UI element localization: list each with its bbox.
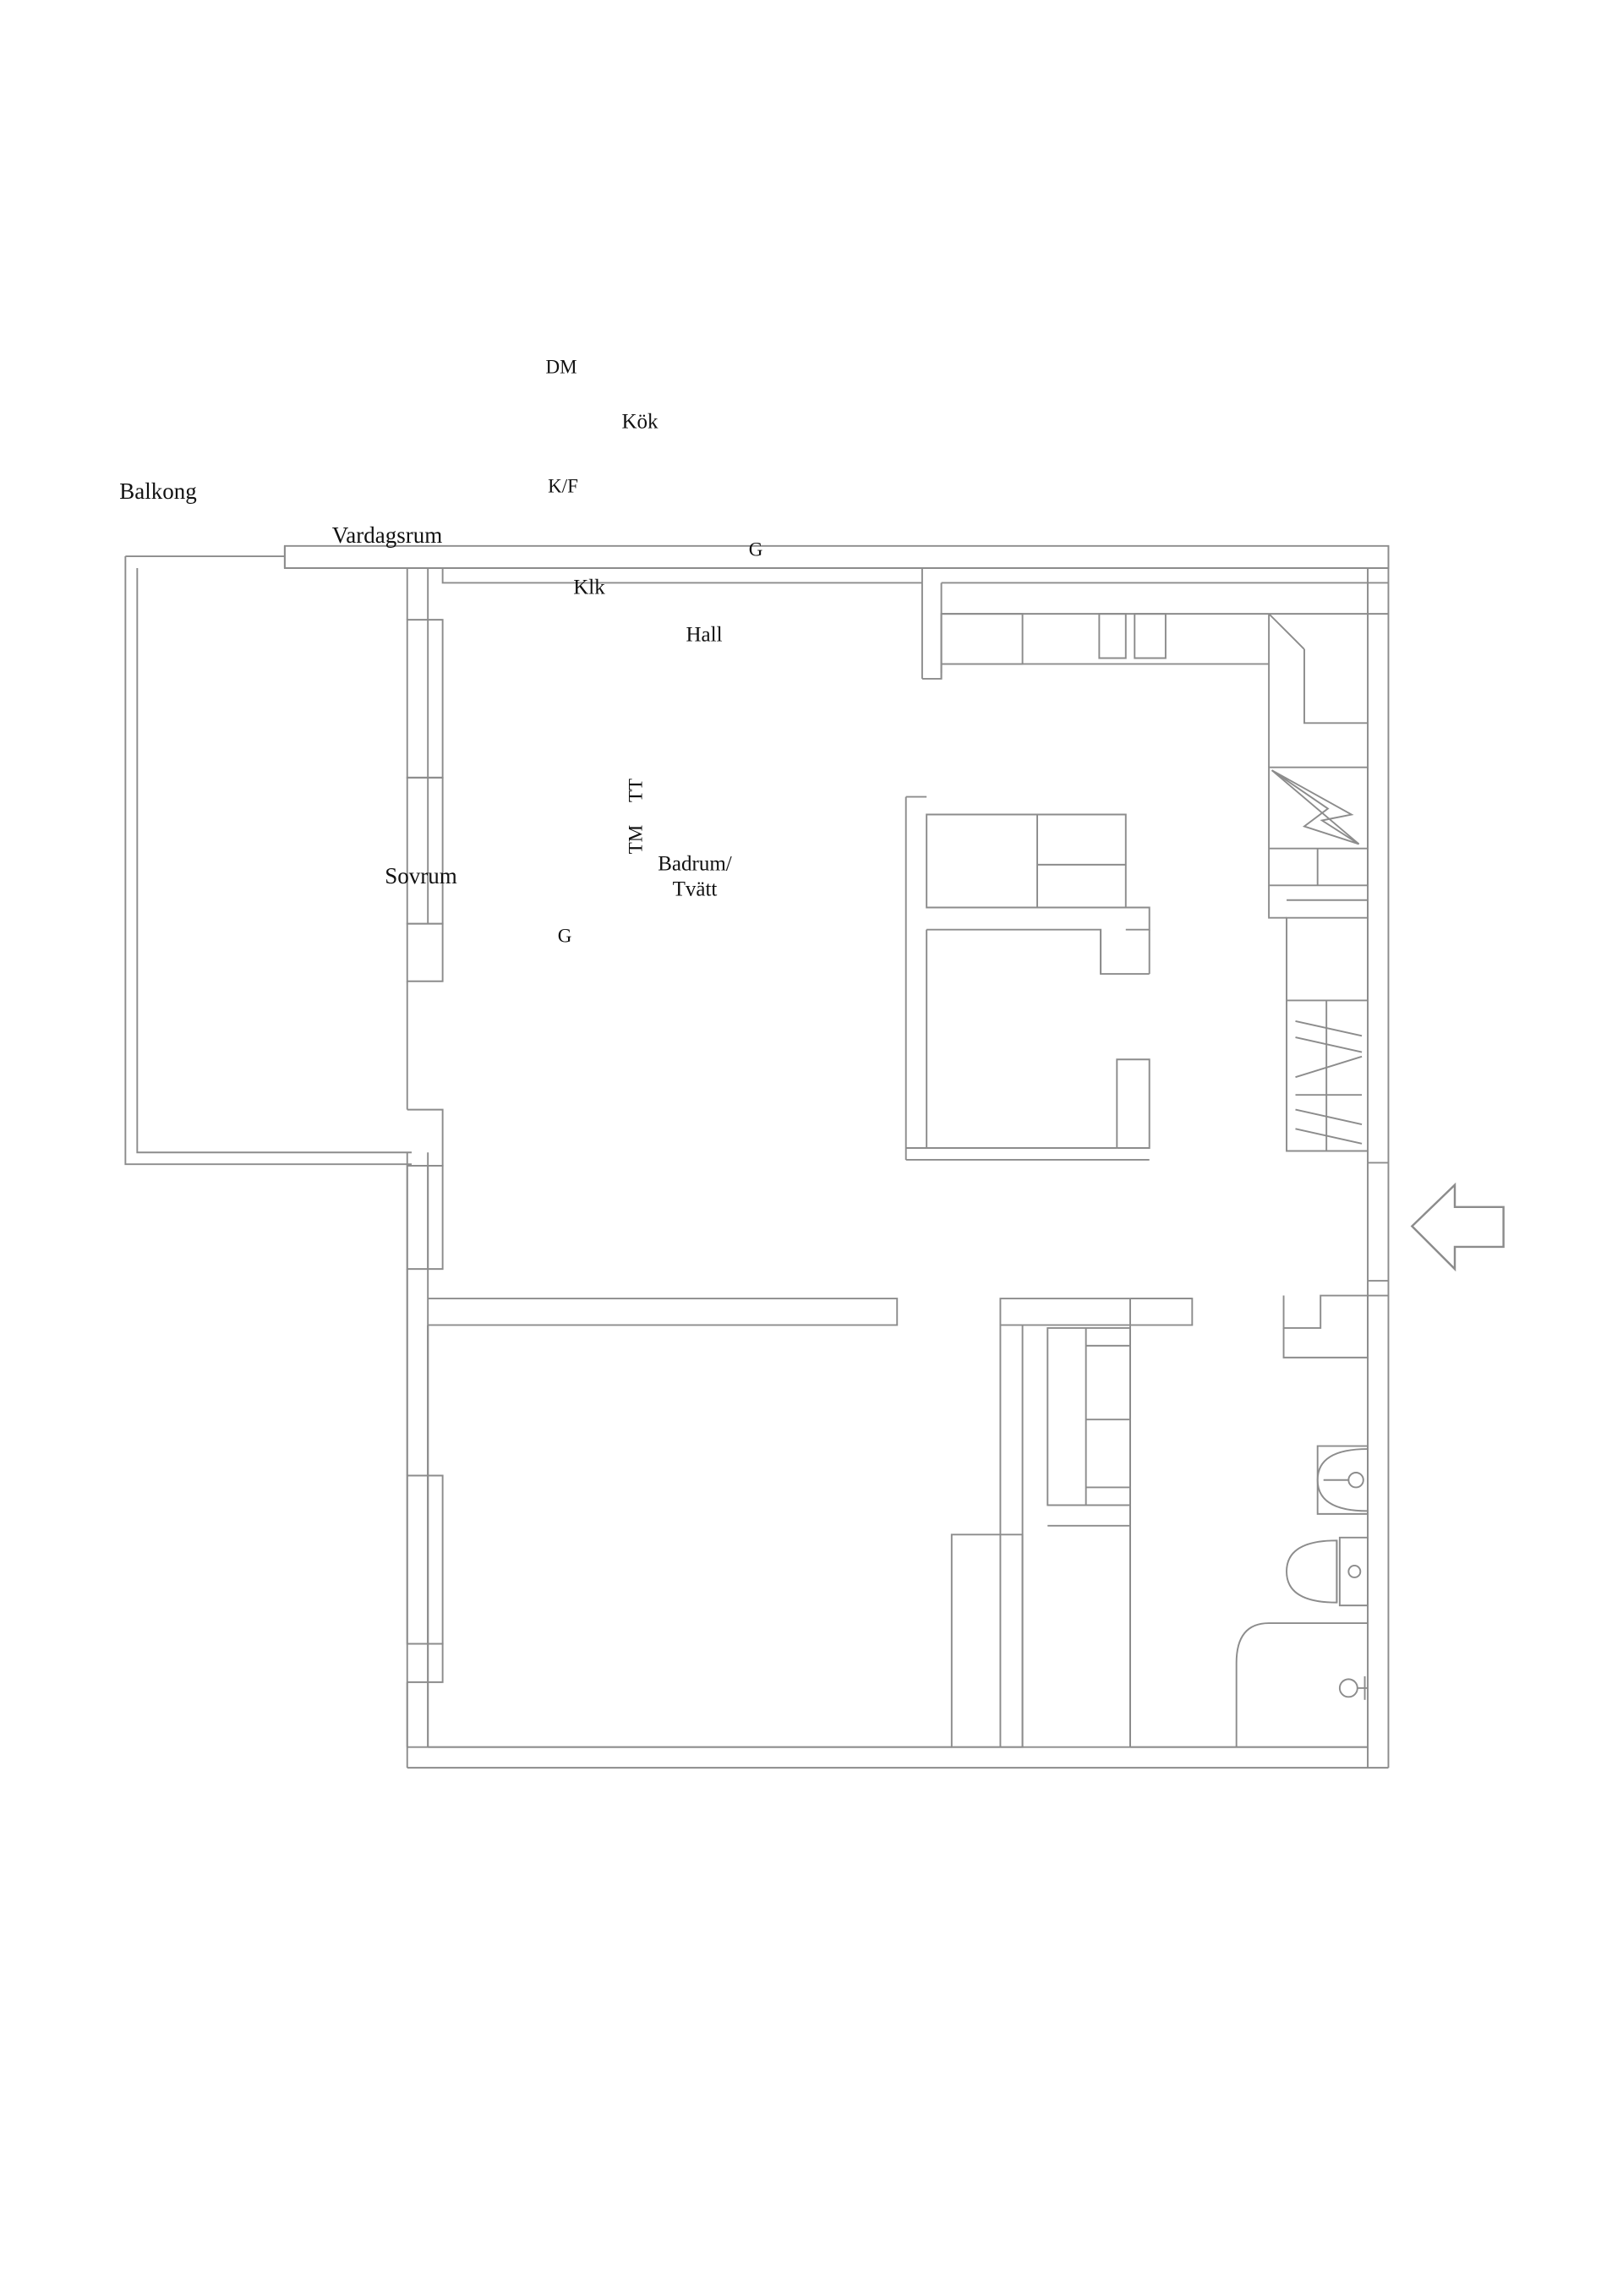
balcony-outline bbox=[124, 545, 412, 1166]
plan-geometry bbox=[124, 544, 1390, 1769]
living-room-left-wall bbox=[406, 568, 444, 1299]
sink-fixture bbox=[1316, 1445, 1369, 1515]
outer-walls bbox=[283, 544, 1390, 1769]
kitchen-area bbox=[921, 582, 1389, 887]
toilet-fixture bbox=[1286, 1536, 1369, 1607]
living-room-top-wall bbox=[441, 568, 943, 679]
laundry-stack bbox=[1046, 1326, 1131, 1527]
bedroom-closet bbox=[950, 1533, 1024, 1748]
hall-right-fixtures bbox=[1268, 885, 1369, 1152]
bathroom-walls bbox=[1129, 1505, 1369, 1748]
shower-fixture bbox=[1235, 1622, 1369, 1747]
bedroom-left-wall-windows bbox=[406, 1298, 444, 1747]
entrance-door-notch bbox=[1368, 1162, 1389, 1282]
entrance-direction-arrow bbox=[1410, 1182, 1505, 1272]
closet-block bbox=[904, 795, 1150, 1161]
bedroom-top-wall bbox=[427, 1298, 899, 1747]
hall-bottom-wall bbox=[999, 1294, 1389, 1747]
